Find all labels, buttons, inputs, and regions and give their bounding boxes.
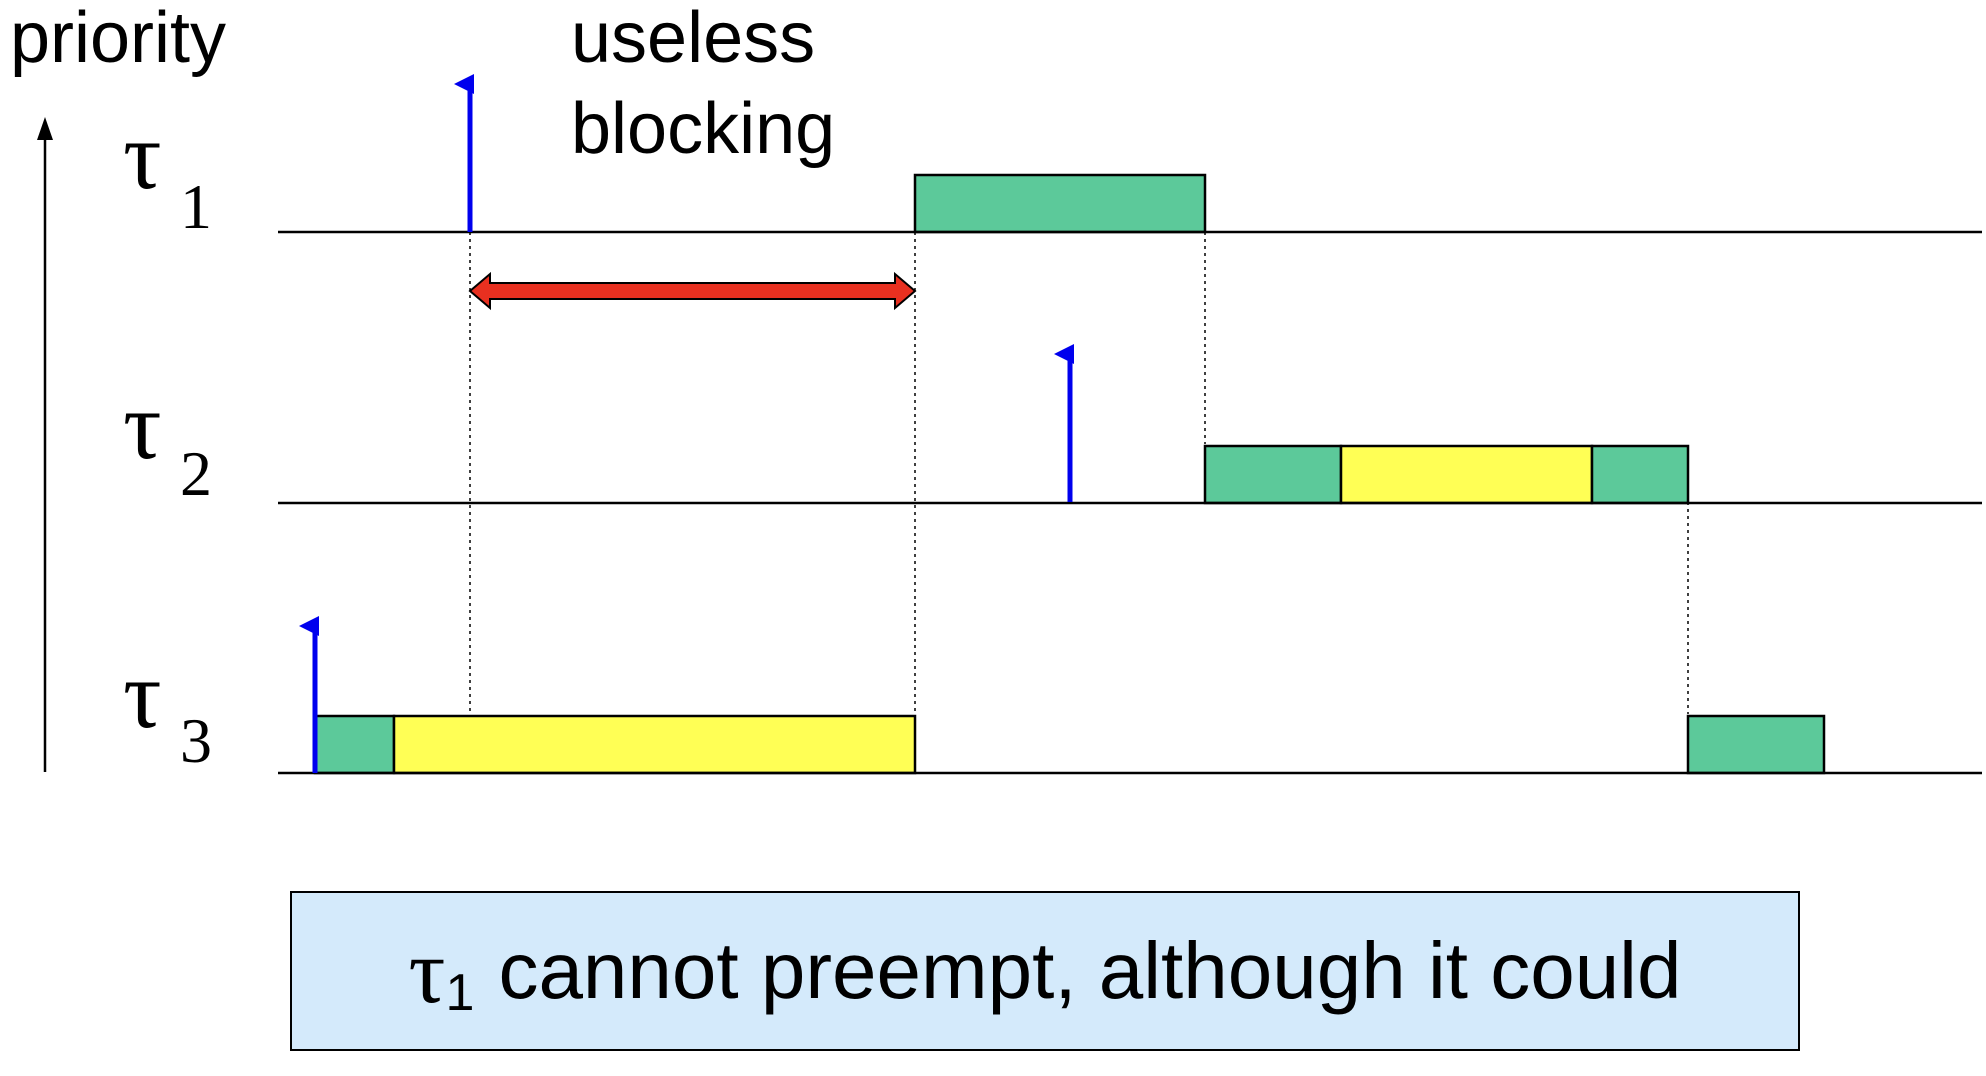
tau1-normal-segment xyxy=(913,173,1207,234)
task-label-tau3: τ 3 xyxy=(123,641,212,776)
task-tau2-symbol: τ xyxy=(123,372,162,479)
note-box: τ 1 cannot preempt, although it could xyxy=(290,891,1800,1051)
task-label-tau1: τ 1 xyxy=(123,102,212,242)
task-tau3-symbol: τ xyxy=(123,641,162,748)
task-tau1-subscript: 1 xyxy=(180,171,212,242)
blocking-interval-arrow xyxy=(468,271,917,311)
task-tau1-symbol: τ xyxy=(123,102,162,209)
note-text: cannot preempt, although it could xyxy=(498,926,1682,1015)
task-label-tau2: τ 2 xyxy=(123,372,212,509)
priority-axis xyxy=(37,117,53,772)
note-tau-symbol: τ xyxy=(408,920,446,1022)
priority-axis-label: priority xyxy=(10,0,226,78)
tau3-normal-segment-2 xyxy=(1686,714,1826,775)
annotation-line-2: blocking xyxy=(571,89,835,169)
note-tau-subscript: 1 xyxy=(445,964,475,1022)
task-tau3-subscript: 3 xyxy=(180,705,212,776)
tau2-normal-segment-2 xyxy=(1590,444,1690,505)
annotation-line-1: useless xyxy=(571,0,815,78)
tau3-critical-section xyxy=(392,714,917,775)
tau2-critical-section xyxy=(1339,444,1594,505)
task-tau2-subscript: 2 xyxy=(180,438,212,509)
tau2-normal-segment-1 xyxy=(1203,444,1343,505)
tau3-normal-segment-1 xyxy=(313,714,396,775)
